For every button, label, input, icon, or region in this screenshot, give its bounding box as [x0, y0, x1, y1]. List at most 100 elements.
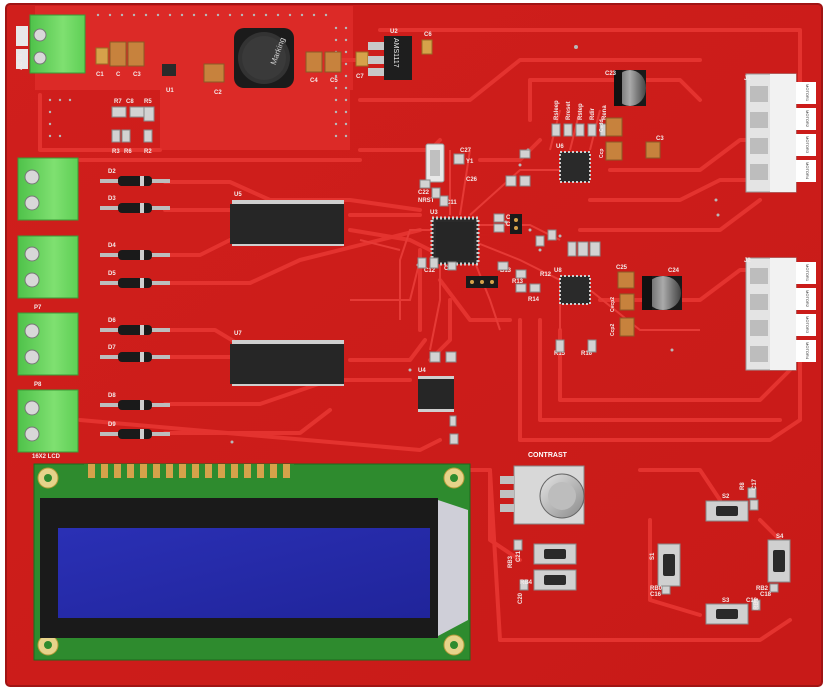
button-s1[interactable]	[657, 543, 681, 587]
terminal-block-2	[17, 235, 79, 299]
button-s3[interactable]	[705, 603, 749, 625]
svg-text:Ccp: Ccp	[599, 149, 605, 158]
svg-text:U1: U1	[166, 88, 174, 94]
svg-text:Rdir: Rdir	[590, 107, 596, 120]
svg-text:R6: R6	[124, 149, 132, 155]
chip-u7-label: U7	[234, 331, 242, 337]
svg-text:C23: C23	[605, 71, 617, 77]
svg-text:D3: D3	[108, 196, 116, 202]
svg-text:MOTOR1: MOTOR1	[805, 264, 810, 282]
svg-text:S1: S1	[650, 552, 656, 560]
svg-text:R2: R2	[144, 149, 152, 155]
svg-text:C8: C8	[126, 99, 134, 105]
svg-text:C16: C16	[650, 592, 662, 598]
svg-text:C5: C5	[330, 78, 338, 84]
svg-text:R14: R14	[528, 297, 540, 303]
svg-text:C17: C17	[752, 478, 758, 490]
chip-u4	[418, 376, 454, 412]
terminal-block-1	[17, 157, 79, 221]
svg-text:C22: C22	[418, 190, 430, 196]
svg-text:R13: R13	[512, 279, 524, 285]
crystal	[425, 143, 465, 183]
svg-text:R3: R3	[112, 149, 120, 155]
svg-text:R5: R5	[144, 99, 152, 105]
svg-text:R15: R15	[554, 351, 566, 357]
svg-text:C3: C3	[656, 136, 664, 142]
svg-text:C4: C4	[310, 78, 318, 84]
chip-u5	[230, 200, 344, 246]
mcu-passives	[417, 149, 601, 353]
svg-text:D4: D4	[108, 243, 116, 249]
chip-u7	[230, 340, 344, 386]
inductor	[234, 28, 294, 88]
svg-text:MOTOR3: MOTOR3	[805, 136, 810, 154]
chip-u6-label: U6	[556, 144, 564, 150]
connector-j1-label: J1	[744, 76, 751, 82]
svg-text:Cvdd: Cvdd	[599, 120, 605, 133]
svg-text:S3: S3	[722, 598, 730, 604]
diodes	[100, 176, 170, 439]
chip-u4-label: U4	[418, 368, 426, 374]
svg-text:RB0: RB0	[650, 586, 663, 592]
svg-text:Rreset: Rreset	[566, 101, 572, 120]
svg-text:RB1: RB1	[754, 597, 760, 610]
button-s5[interactable]	[533, 543, 577, 565]
svg-text:C19: C19	[746, 598, 758, 604]
svg-text:Rsleep: Rsleep	[554, 100, 560, 120]
svg-text:MOTOR1: MOTOR1	[805, 84, 810, 102]
electrolytic-cap-c23	[614, 70, 646, 106]
svg-text:RB2: RB2	[756, 586, 769, 592]
motor-connector-j1	[745, 73, 816, 193]
svg-text:C1: C1	[96, 72, 104, 78]
svg-text:D8: D8	[108, 393, 116, 399]
regulator-ref: U2	[390, 29, 398, 35]
button-labels: S2 R8 C17 S1 RB0 C16 RB2 C18 C19 RB1 S4 …	[508, 478, 784, 610]
svg-text:C3: C3	[133, 72, 141, 78]
chip-u3-label: U3	[430, 210, 438, 216]
svg-text:C6: C6	[424, 32, 432, 38]
svg-text:D7: D7	[108, 345, 116, 351]
lcd-module	[33, 463, 471, 661]
svg-text:C24: C24	[668, 268, 680, 274]
svg-text:C11: C11	[446, 200, 457, 206]
power-ref-labels: C1 C C3 U1 C2 C4 C5 C7 C6 R7 C8 R5 R3 R6…	[96, 32, 432, 155]
svg-text:MOTOR2: MOTOR2	[805, 110, 810, 128]
connector-j2-label: J2	[744, 258, 751, 264]
svg-text:C20: C20	[518, 592, 524, 604]
power-caps	[95, 39, 433, 83]
power-copper-pour	[35, 6, 353, 90]
contrast-potentiometer[interactable]	[500, 465, 585, 525]
svg-text:Ccp2: Ccp2	[610, 324, 616, 336]
svg-text:Cvcp2: Cvcp2	[610, 297, 616, 312]
j2-pin-labels: MOTOR1 MOTOR2 MOTOR3 MOTOR4	[805, 264, 810, 360]
ac-in-terminal	[16, 14, 86, 74]
contrast-label: CONTRAST	[528, 452, 568, 459]
power-copper-pour-2	[160, 88, 350, 150]
svg-text:Rstep: Rstep	[578, 103, 584, 120]
terminal-block-3	[17, 312, 79, 376]
motor-connector-j2	[745, 257, 816, 371]
svg-text:R7: R7	[114, 99, 122, 105]
driver-resistor-labels: Rsleep Rreset Rstep Rdir Rena	[554, 100, 608, 120]
thin-traces	[350, 109, 700, 351]
terminal-ref-p7: P7	[34, 305, 42, 311]
chip-u8-label: U8	[554, 268, 562, 274]
svg-text:C21: C21	[516, 550, 522, 562]
chip-u8	[559, 275, 591, 305]
svg-text:C12: C12	[424, 268, 436, 274]
lcd-screen	[58, 528, 430, 618]
button-s4[interactable]	[767, 539, 791, 583]
terminal-ref-p8: P8	[34, 382, 42, 388]
button-s6[interactable]	[533, 569, 577, 591]
svg-text:R16: R16	[581, 351, 593, 357]
tantalum-caps	[605, 117, 661, 337]
svg-text:C2: C2	[214, 90, 222, 96]
motor-cap-labels: C23 C24 C25 Cvdd Ccp Cvcp2 Ccp2 C3	[599, 71, 680, 336]
svg-text:MOTOR2: MOTOR2	[805, 290, 810, 308]
svg-text:D5: D5	[108, 271, 116, 277]
mcu-u3	[430, 216, 480, 266]
button-s2[interactable]	[705, 500, 749, 522]
svg-text:R12: R12	[540, 272, 552, 278]
svg-text:NRST: NRST	[418, 198, 435, 204]
